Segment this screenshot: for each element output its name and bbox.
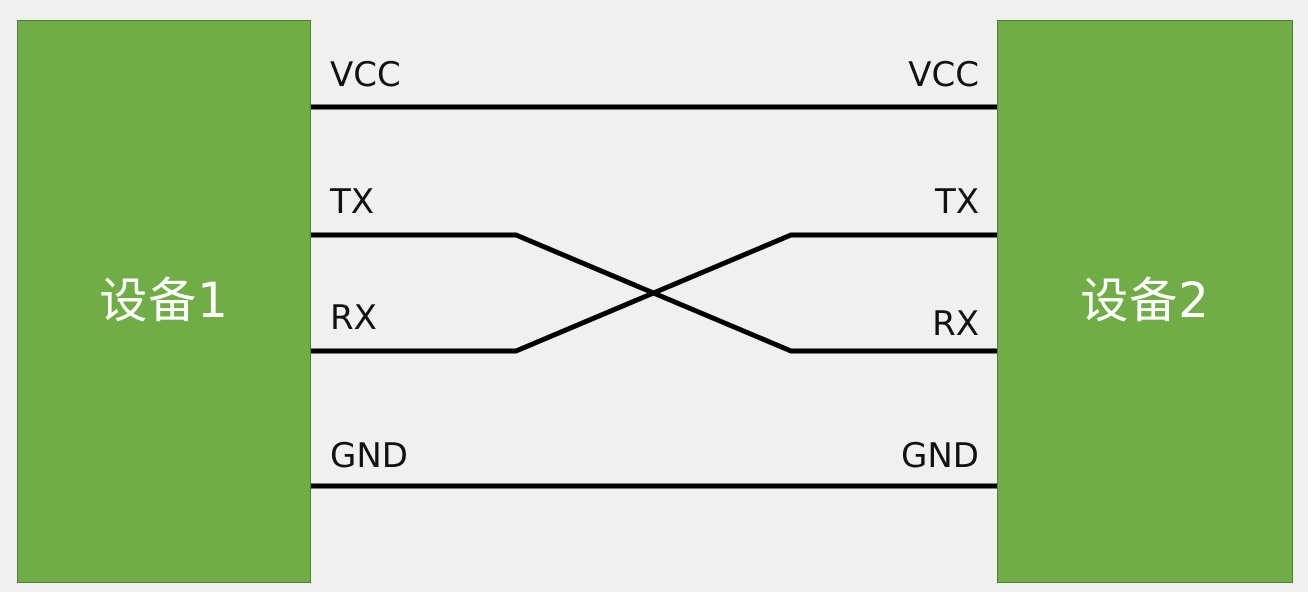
left-tx-label: TX: [330, 182, 375, 222]
left-gnd-label: GND: [330, 436, 408, 476]
right-vcc-label: VCC: [908, 55, 979, 95]
device-2-box: 设备2: [997, 20, 1293, 583]
right-tx-label: TX: [934, 182, 979, 222]
right-gnd-label: GND: [901, 436, 979, 476]
device-1-label: 设备1: [99, 272, 229, 329]
device-2-label: 设备2: [1080, 272, 1210, 329]
left-vcc-label: VCC: [330, 55, 401, 95]
right-rx-label: RX: [932, 304, 979, 344]
rx-to-tx-wire: [311, 232, 997, 354]
left-rx-label: RX: [330, 298, 377, 338]
device-1-box: 设备1: [17, 20, 311, 583]
